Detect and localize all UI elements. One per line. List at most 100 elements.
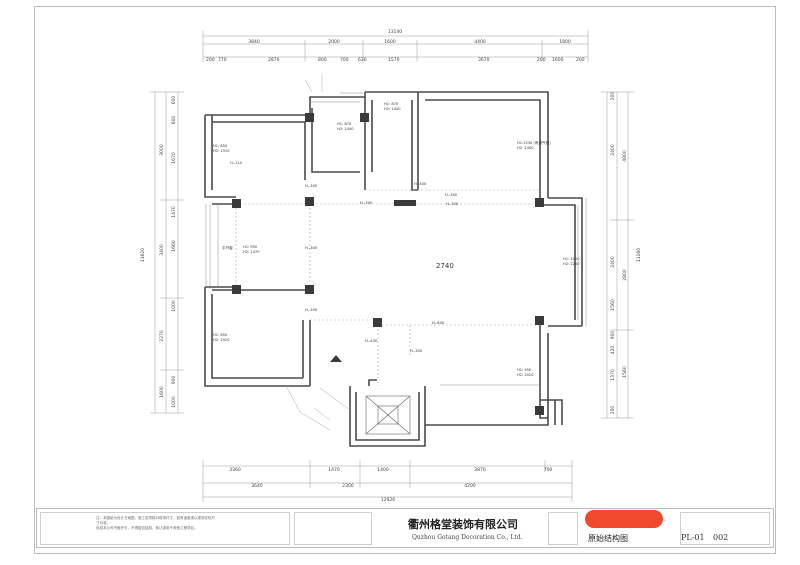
room-label: H1: 850 xyxy=(213,333,228,337)
dim-overall-left: 11620 xyxy=(140,248,146,262)
sheet-number: 002 xyxy=(713,533,729,542)
beam-label: H--300 xyxy=(410,349,423,353)
dim-label: 2800 xyxy=(622,269,628,281)
room-label: H2: 2020 xyxy=(517,373,534,377)
dim-label: 2000 xyxy=(328,39,340,45)
beam-lines xyxy=(235,189,540,386)
left-dimensions xyxy=(150,91,184,414)
dim-label: 1600 xyxy=(384,39,396,45)
room-label: H2: 1400 xyxy=(517,146,534,150)
dim-label: 1470 xyxy=(328,467,340,473)
bottom-dims-row1: 3360 1470 1400 3870 700 xyxy=(229,467,552,473)
room-label: H2: 1910 xyxy=(213,338,230,342)
dim-label: 1000 xyxy=(171,396,177,408)
bottom-dimensions xyxy=(202,460,573,502)
beam-label: H--430 xyxy=(365,339,378,343)
dim-label: 200 xyxy=(576,57,585,63)
dim-label: 800 xyxy=(318,57,327,63)
beam-label: H--300 xyxy=(414,182,427,186)
dim-label: 3360 xyxy=(229,467,241,473)
dim-label: 3840 xyxy=(248,39,260,45)
title-block-notes-cell xyxy=(40,512,290,545)
room-label: H1: 950 xyxy=(517,368,532,372)
walls xyxy=(204,91,583,447)
dim-label: 3670 xyxy=(478,57,490,63)
dim-label: 1470 xyxy=(171,206,177,218)
dim-overall-top: 13140 xyxy=(388,29,402,35)
room-label: H2: 1440 xyxy=(337,127,354,131)
title-block-sheet-cell xyxy=(680,512,770,545)
diagonal-lines xyxy=(285,74,351,431)
dim-label: 420 xyxy=(610,346,616,355)
right-dims-inner: 200 2400 2400 1560 900 420 1370 200 xyxy=(610,92,616,415)
dim-label: 630 xyxy=(358,57,367,63)
dim-label: 3640 xyxy=(251,483,263,489)
brand-badge xyxy=(585,510,663,528)
dim-label: 600 xyxy=(171,116,177,125)
dim-label: 1600 xyxy=(552,57,564,63)
note-line: 注：本图纸为设计方案图，施工前须核对现场尺寸，如有误差请以现场实际尺寸为准。 xyxy=(96,516,215,525)
dim-label: 3400 xyxy=(159,244,165,256)
title-block-info-cell xyxy=(294,512,372,545)
dim-label: 1400 xyxy=(377,467,389,473)
bottom-dims-row2: 3640 2300 4200 xyxy=(251,483,476,489)
drawing-sheet-frame xyxy=(34,6,776,554)
dim-overall-bottom: 12926 xyxy=(381,497,395,503)
left-dims-outer: 3000 3400 2270 1600 xyxy=(159,144,165,398)
dim-label: 3870 xyxy=(474,467,486,473)
top-dimensions xyxy=(202,30,589,62)
dim-label: 1670 xyxy=(171,152,177,164)
dim-label: 770 xyxy=(218,57,227,63)
dim-label: 4200 xyxy=(464,483,476,489)
room-label: H2: 1910 xyxy=(213,149,230,153)
room-label: H1: 1110 xyxy=(563,257,580,261)
dim-label: 1800 xyxy=(559,39,571,45)
beam-label: H--300 xyxy=(445,193,458,197)
beam-label: H--300 xyxy=(305,246,318,250)
title-block xyxy=(36,508,774,548)
columns xyxy=(232,113,544,415)
dim-label: 1370 xyxy=(610,369,616,381)
room-label: H1:1530 (有燃气表) xyxy=(517,140,551,145)
ceiling-height-label: 2740 xyxy=(436,262,454,270)
beam-label: H--110 xyxy=(230,161,243,165)
left-dims-inner: 600 600 1670 1470 1660 1000 900 1000 xyxy=(171,96,177,408)
dim-label: 4400 xyxy=(474,39,486,45)
dim-label: 200 xyxy=(206,57,215,63)
dim-label: 1660 xyxy=(171,240,177,252)
room-label: H1: 850 xyxy=(213,144,228,148)
dim-label: 1560 xyxy=(610,299,616,311)
dim-label: 700 xyxy=(340,57,349,63)
dim-label: 2400 xyxy=(610,256,616,268)
dim-label: 200 xyxy=(610,406,616,415)
dim-label: 2400 xyxy=(610,144,616,156)
beam-label: H--300 xyxy=(360,201,373,205)
room-label: H2: 2250 xyxy=(563,262,580,266)
windows xyxy=(205,92,587,386)
top-dims-row1: 3840 2000 1600 4400 1800 xyxy=(248,39,571,45)
dim-label: 200 xyxy=(537,57,546,63)
drawing-code: PL-01 xyxy=(681,533,705,542)
beam-label: H--300 xyxy=(305,308,318,312)
dim-overall-right: 11160 xyxy=(636,248,642,262)
right-dimensions xyxy=(601,91,634,419)
room-label: H1: 950 xyxy=(243,245,258,249)
window-label: 平开窗 xyxy=(222,245,233,250)
dim-label: 700 xyxy=(544,467,553,473)
right-dims-outer: 4800 2800 1560 xyxy=(622,150,628,378)
dim-label: 2270 xyxy=(159,330,165,342)
dim-label: 1600 xyxy=(159,386,165,398)
dim-label: 1000 xyxy=(171,300,177,312)
room-label: H2: 1440 xyxy=(384,107,401,111)
dim-label: 900 xyxy=(171,376,177,385)
drawing-name: 原始结构图 xyxy=(588,534,628,543)
room-label: H1: 870 xyxy=(384,102,399,106)
dim-label: 4800 xyxy=(622,150,628,162)
dim-label: 3000 xyxy=(159,144,165,156)
notes-text: 注：本图纸为设计方案图，施工前须核对现场尺寸，如有误差请以现场实际尺寸为准。 未… xyxy=(96,516,216,531)
dim-label: 2870 xyxy=(268,57,280,63)
dim-label: 2300 xyxy=(342,483,354,489)
title-block-code-cell xyxy=(548,512,578,545)
beam-label: H--600 xyxy=(432,321,445,325)
beam-label: H--300 xyxy=(305,184,318,188)
